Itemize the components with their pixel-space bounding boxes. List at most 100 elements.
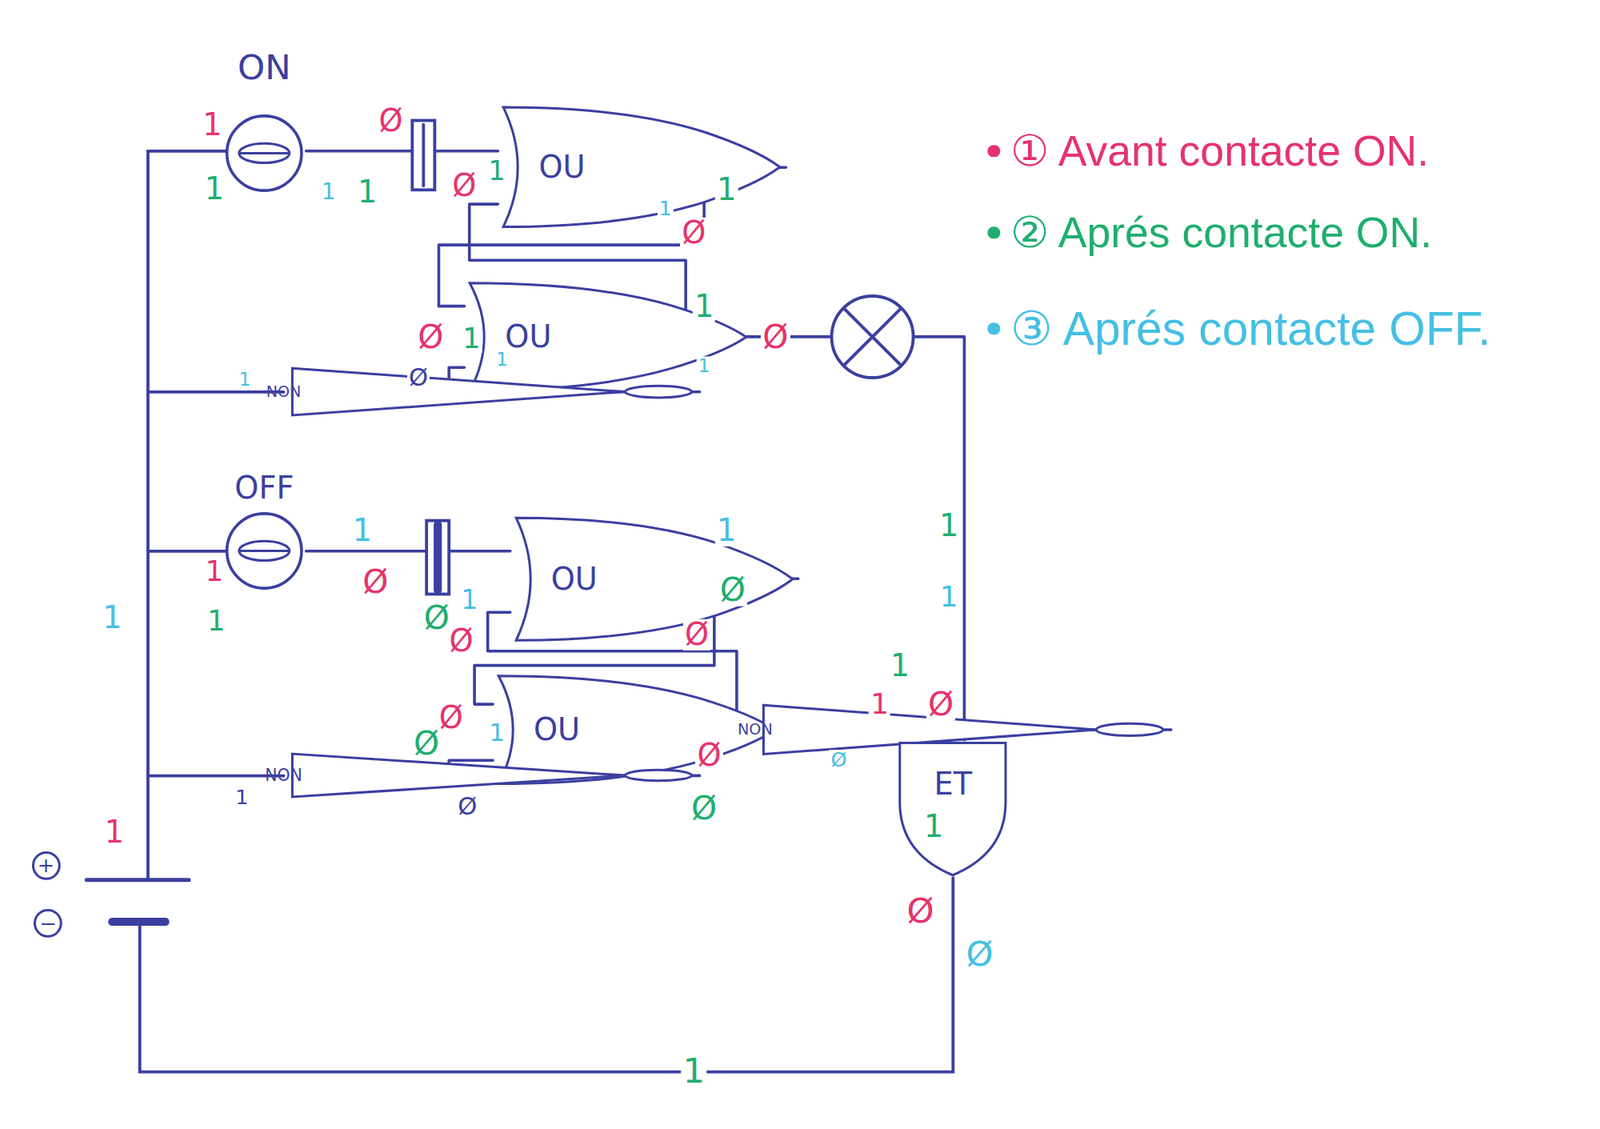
capacitor-symbol bbox=[412, 120, 435, 191]
logic-level: 1 bbox=[715, 515, 738, 546]
wire bbox=[148, 390, 284, 394]
logic-level: 1 bbox=[938, 582, 960, 612]
logic-level: Ø bbox=[376, 104, 404, 136]
logic-level: Ø bbox=[904, 893, 936, 928]
logic-level: 1 bbox=[487, 158, 508, 185]
gate-label: OU bbox=[504, 320, 552, 354]
logic-level: Ø bbox=[683, 619, 711, 650]
gate-label: NON bbox=[266, 383, 302, 400]
logic-level: 1 bbox=[237, 370, 253, 389]
gate-outline bbox=[504, 107, 781, 227]
logic-level: 1 bbox=[922, 811, 945, 842]
wire bbox=[148, 774, 284, 778]
wire bbox=[148, 149, 227, 153]
button-name: OFF bbox=[234, 471, 294, 505]
logic-level: 1 bbox=[681, 1054, 708, 1089]
logic-level: 1 bbox=[715, 174, 738, 205]
button-outline bbox=[227, 513, 302, 588]
gate-outline bbox=[624, 385, 692, 398]
logic-level: Ø bbox=[456, 793, 479, 819]
gate-outline bbox=[900, 742, 1006, 875]
logic-level: 1 bbox=[494, 349, 510, 368]
logic-level: Ø bbox=[437, 702, 465, 733]
logic-level: 1 bbox=[100, 602, 124, 633]
logic-level: 1 bbox=[868, 689, 891, 719]
legend-swatch bbox=[988, 226, 1000, 239]
button-contact bbox=[239, 143, 290, 163]
gate-label: NON bbox=[737, 720, 773, 738]
logic-level: Ø bbox=[689, 792, 719, 825]
supply-rail bbox=[146, 151, 150, 880]
logic-level: Ø bbox=[695, 740, 723, 771]
polarity-mark: + bbox=[32, 851, 61, 880]
not-gate: NON bbox=[284, 752, 700, 798]
button-contact bbox=[239, 541, 290, 561]
gate-outline bbox=[624, 770, 692, 781]
logic-level: 1 bbox=[351, 515, 374, 546]
logic-level: 1 bbox=[103, 816, 126, 847]
logic-level: Ø bbox=[450, 170, 478, 201]
gate-label: OU bbox=[538, 150, 585, 184]
logic-level: 1 bbox=[696, 356, 712, 375]
battery-plate bbox=[112, 917, 165, 926]
gate-outline bbox=[292, 368, 625, 416]
logic-level: 1 bbox=[205, 606, 228, 636]
gate-label: NON bbox=[264, 766, 303, 784]
return-wire bbox=[140, 877, 954, 1072]
gate-symbol bbox=[284, 752, 700, 798]
logic-level: 1 bbox=[888, 649, 912, 680]
legend-swatch bbox=[988, 322, 1000, 335]
or-gate: OU bbox=[510, 515, 799, 643]
button-symbol bbox=[222, 114, 307, 192]
logic-level: Ø bbox=[412, 726, 441, 760]
logic-level: Ø bbox=[828, 749, 848, 771]
button-contact bbox=[239, 152, 290, 155]
button-contact bbox=[239, 549, 290, 552]
legend-text: ② Aprés contacte ON. bbox=[1010, 208, 1432, 256]
lamp-symbol bbox=[832, 296, 914, 378]
capacitor-plate bbox=[421, 124, 425, 187]
logic-level: 1 bbox=[200, 108, 224, 140]
wire bbox=[148, 549, 227, 553]
gate-label: OU bbox=[551, 562, 598, 596]
gate-symbol bbox=[284, 367, 700, 416]
logic-level: 1 bbox=[203, 173, 226, 204]
logic-level: Ø bbox=[407, 365, 430, 391]
or-gate: OU bbox=[497, 104, 786, 230]
logic-level: 1 bbox=[233, 788, 250, 809]
gate-outline bbox=[35, 910, 62, 937]
button-symbol bbox=[222, 512, 307, 590]
wire bbox=[752, 336, 964, 740]
button-outline bbox=[227, 116, 302, 191]
logic-level: Ø bbox=[360, 565, 390, 599]
push-button: ON bbox=[222, 48, 307, 192]
logic-level: Ø bbox=[964, 936, 995, 972]
logic-level: 1 bbox=[459, 586, 480, 613]
logic-level: 1 bbox=[320, 180, 338, 204]
wire bbox=[306, 149, 499, 153]
gate-label: ET bbox=[934, 767, 973, 801]
push-button: OFF bbox=[222, 471, 307, 590]
polarity-sign: + bbox=[37, 855, 55, 876]
wire bbox=[306, 549, 511, 553]
logic-level: Ø bbox=[718, 573, 748, 607]
legend-text: ③ Aprés contacte OFF. bbox=[1010, 302, 1492, 355]
gate-outline bbox=[32, 852, 60, 879]
logic-level: Ø bbox=[447, 625, 475, 656]
polarity-mark: − bbox=[33, 908, 63, 938]
logic-level: 1 bbox=[657, 199, 674, 220]
lamp-cross bbox=[844, 308, 901, 365]
polarity-sign: − bbox=[39, 913, 56, 935]
logic-level: Ø bbox=[760, 320, 790, 354]
gate-outline bbox=[498, 676, 776, 784]
gate-symbol bbox=[897, 740, 1008, 878]
logic-level: 1 bbox=[460, 324, 483, 354]
logic-level: 1 bbox=[487, 720, 506, 746]
logic-level: 1 bbox=[356, 176, 379, 208]
logic-level: Ø bbox=[680, 217, 708, 248]
gate-outline bbox=[292, 753, 625, 797]
legend-swatch bbox=[988, 144, 1000, 157]
not-gate: NON bbox=[284, 367, 700, 416]
gate-label: OU bbox=[533, 712, 580, 747]
